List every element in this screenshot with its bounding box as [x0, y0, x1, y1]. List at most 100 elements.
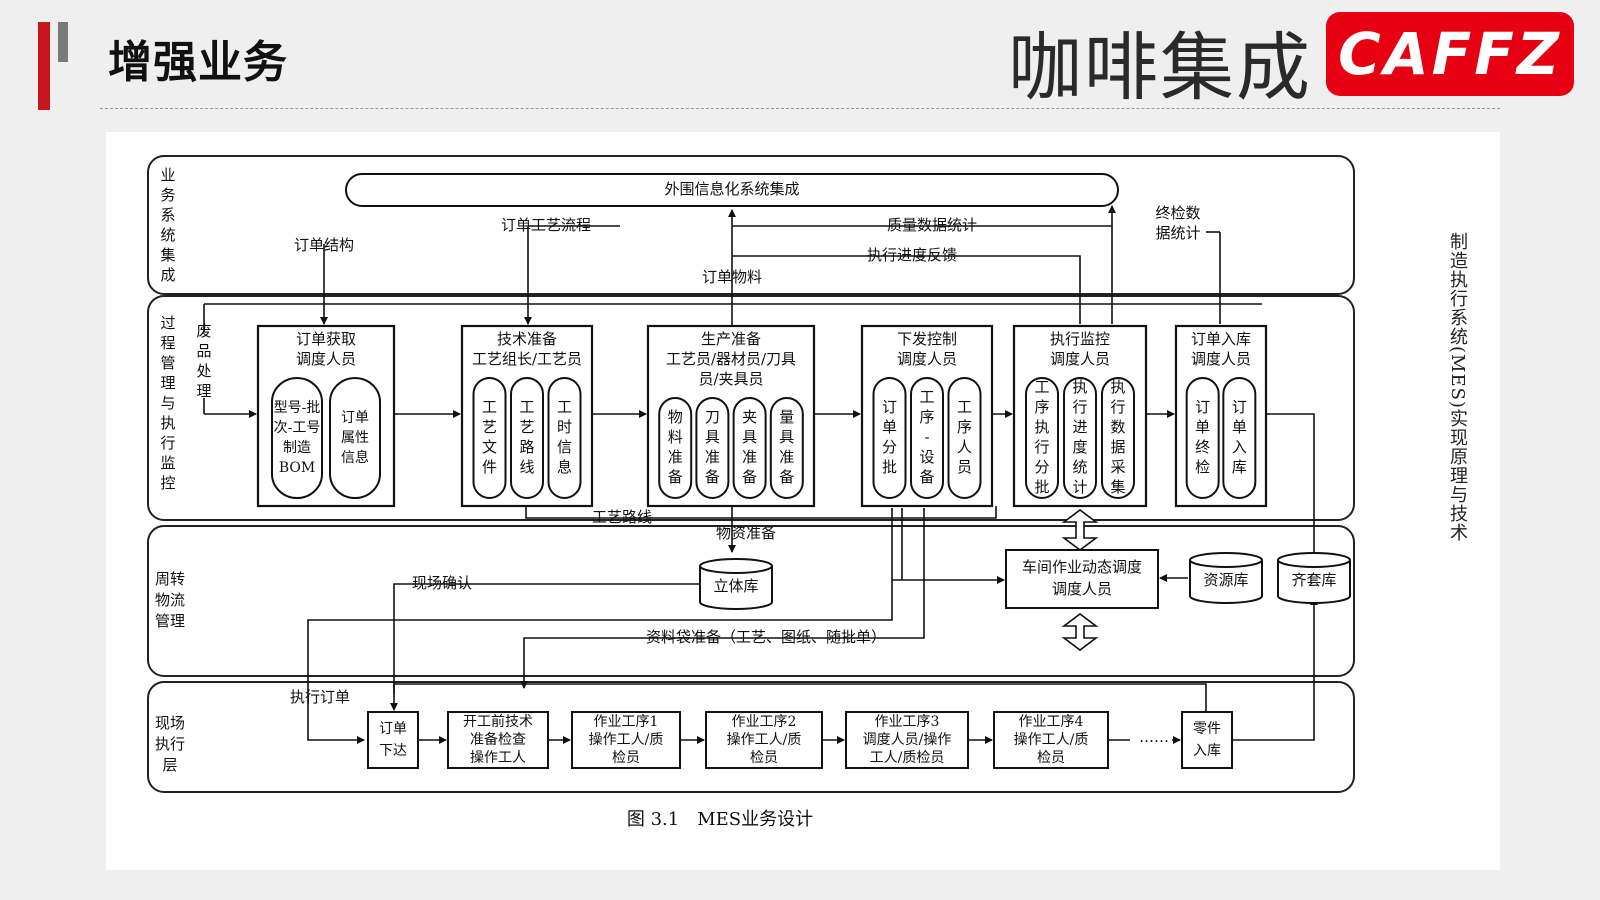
module-pill-text-m4: 订 [882, 398, 897, 416]
site-step-text-s3: 检员 [612, 750, 640, 766]
layer-label-l1: 集 [160, 246, 175, 264]
module-pill-text-m4: 单 [882, 418, 897, 436]
module-pill-text-m5: 度 [1072, 438, 1087, 456]
module-pill-text-m3: 准 [742, 448, 757, 466]
double-arrow-lower [1061, 613, 1099, 651]
label-progress-feedback: 执行进度反馈 [867, 246, 957, 264]
module-pill-text-m3: 备 [668, 468, 683, 486]
module-pill-text-m2: 路 [519, 438, 534, 456]
module-pill-m5 [1101, 377, 1135, 499]
layer-label-l2: 管 [160, 354, 175, 372]
layer-label-l2: 行 [160, 434, 175, 452]
module-title-m1: 调度人员 [296, 350, 356, 368]
module-pill-text-m5: 分 [1034, 458, 1049, 476]
module-pill-text-m2: 工 [519, 398, 534, 416]
layer-label-l1: 务 [160, 186, 175, 204]
layer-label-l2: 理 [160, 374, 175, 392]
module-pill-m6 [1222, 377, 1257, 499]
module-title-m2: 工艺组长/工艺员 [472, 350, 582, 368]
site-step-text-s2: 开工前技术 [463, 713, 533, 730]
layer-frame-l1 [147, 155, 1355, 295]
module-pill-text-m4: 设 [919, 448, 934, 466]
label-site-confirm: 现场确认 [412, 574, 472, 592]
cylinder-label: 立体库 [713, 577, 758, 595]
layer-frame-l2 [147, 295, 1355, 521]
module-pill-m5 [1063, 377, 1097, 499]
module-pill-text-m5: 进 [1072, 418, 1087, 436]
module-pill-m4 [947, 377, 982, 499]
module-pill-m3 [732, 397, 767, 499]
module-pill-text-m2: 文 [482, 438, 497, 456]
module-pill-m1 [271, 377, 323, 499]
module-pill-text-m3: 具 [705, 428, 720, 446]
layer-frame-l3 [147, 525, 1355, 677]
module-pill-text-m6: 单 [1232, 418, 1247, 436]
side-note-book-title: 制造执行系统(MES)实现原理与技术 [1447, 232, 1468, 542]
module-pill-m5 [1025, 377, 1059, 499]
module-pill-text-m3: 夹 [742, 408, 757, 426]
module-pill-text-m5: 行 [1034, 438, 1049, 456]
module-pill-text-m3: 物 [668, 408, 683, 426]
module-pill-text-m2: 艺 [482, 418, 497, 436]
layer-label-l1: 业 [160, 166, 175, 184]
resource-db [1189, 552, 1263, 604]
module-pill-text-m5: 执 [1072, 378, 1087, 396]
module-pill-text-m1: 信息 [341, 449, 369, 466]
module-pill-m3 [769, 397, 804, 499]
part-return-loop [390, 683, 1207, 712]
site-step-text-s7: 入库 [1193, 743, 1221, 759]
scheduling-label: 车间作业动态调度 [1022, 558, 1142, 576]
module-pill-m2 [547, 377, 582, 499]
site-step-text-s5: 工人/质检员 [870, 750, 945, 766]
module-pill-text-m3: 具 [779, 428, 794, 446]
module-title-m2: 技术准备 [497, 330, 557, 348]
module-pill-text-m4: 备 [919, 468, 934, 486]
figure-panel: 业务系统集成过程管理与执行监控周转物流管理现场执行层外围信息化系统集成废品处理订… [106, 132, 1500, 870]
site-step-text-s3: 操作工人/质 [589, 732, 664, 748]
figure-caption: 图 3.1 MES业务设计 [627, 809, 813, 830]
site-step-s6 [993, 711, 1109, 769]
layer-label-l3: 周转 [155, 570, 185, 588]
module-pill-m3 [695, 397, 730, 499]
cylinder-body [1277, 560, 1351, 604]
site-step-text-s5: 调度人员/操作 [863, 732, 952, 748]
module-pill-text-m6: 库 [1232, 458, 1247, 476]
module-pill-text-m4: 工 [919, 388, 934, 406]
module-pill-text-m2: 信 [557, 438, 572, 456]
module-pill-text-m4: - [924, 428, 929, 446]
layer-label-l2: 程 [160, 334, 175, 352]
accent-bar [38, 22, 50, 110]
site-step-text-s2: 操作工人 [470, 750, 526, 766]
layer-label-l2: 监 [160, 454, 175, 472]
module-pill-text-m6: 订 [1232, 398, 1247, 416]
module-pill-text-m4: 序 [919, 408, 934, 426]
module-pill-text-m3: 备 [779, 468, 794, 486]
module-pill-text-m4: 分 [882, 438, 897, 456]
module-pill-text-m2: 时 [557, 418, 572, 436]
waste-handling-label: 品 [196, 342, 211, 360]
double-arrow-shape [1061, 509, 1099, 551]
site-step-text-s2: 准备检查 [470, 731, 526, 748]
ellipsis: …… [1139, 728, 1169, 746]
waste-handling-label: 理 [196, 382, 211, 400]
site-step-s4 [705, 711, 823, 769]
module-title-m4: 调度人员 [897, 350, 957, 368]
label-order-process: 订单工艺流程 [501, 216, 591, 234]
module-pill-text-m3: 备 [705, 468, 720, 486]
site-step-text-s4: 检员 [750, 750, 778, 766]
module-pill-text-m3: 准 [779, 448, 794, 466]
module-pill-text-m3: 备 [742, 468, 757, 486]
part-to-kit-db [1232, 597, 1318, 741]
module-title-m3: 工艺员/器材员/刀具 [666, 350, 796, 368]
quality-stats-line [732, 225, 1113, 324]
module-pill-text-m5: 执 [1034, 418, 1049, 436]
label-doc-bag-prep: 资料袋准备（工艺、图纸、随批单） [646, 628, 886, 646]
module-pill-text-m4: 员 [957, 458, 972, 476]
module-title-m3: 生产准备 [701, 330, 761, 348]
layer-label-l4: 层 [162, 756, 177, 774]
module-pill-text-m2: 件 [482, 458, 497, 476]
site-step-text-s3: 作业工序1 [594, 714, 659, 730]
module-pill-text-m5: 工 [1034, 378, 1049, 396]
warehouse-db [699, 558, 773, 610]
module-pill-text-m4: 人 [957, 438, 972, 456]
